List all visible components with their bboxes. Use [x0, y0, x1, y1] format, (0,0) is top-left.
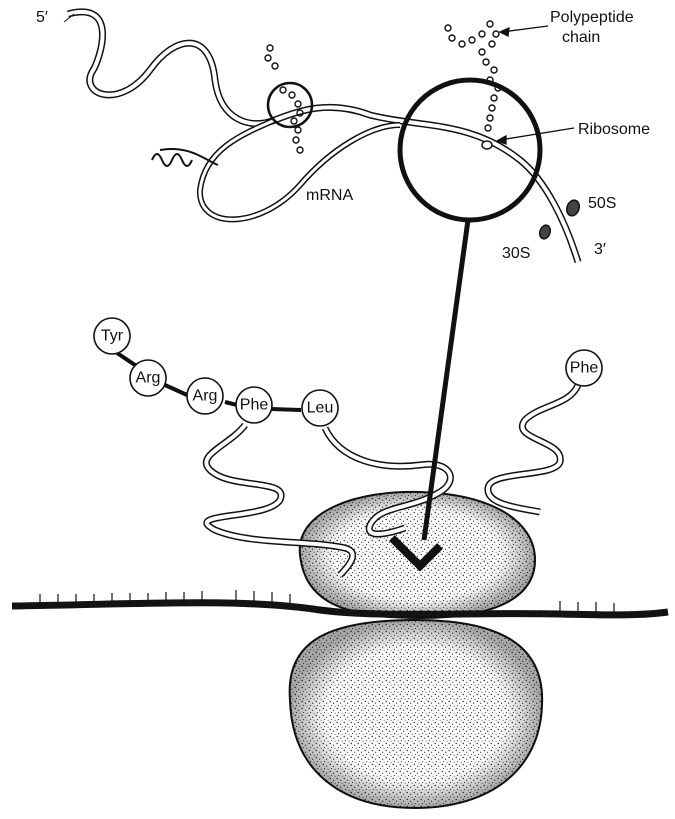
- amino-acid-label: Arg: [193, 388, 218, 405]
- subunit-50s-shape: [565, 198, 582, 217]
- amino-acid-label: Tyr: [101, 328, 124, 345]
- coil-left: [152, 154, 192, 166]
- amino-acid-label: Arg: [136, 370, 161, 387]
- amino-acid-node: Arg: [187, 378, 223, 414]
- label-polypeptide-line1: Polypeptide: [550, 9, 634, 26]
- ribosome-site: [482, 141, 492, 149]
- label-30s: 30S: [502, 245, 530, 262]
- label-50s: 50S: [588, 195, 616, 212]
- small-ribosome: [268, 83, 312, 127]
- subunit-30s-shape: [538, 224, 552, 241]
- amino-acid-node: Leu: [302, 390, 338, 426]
- amino-acid-label: Leu: [307, 400, 334, 417]
- amino-acid-label: Phe: [240, 397, 269, 414]
- label-mrna: mRNA: [306, 187, 353, 204]
- amino-acid-node: Tyr: [94, 318, 130, 354]
- incoming-amino-acid: Phe: [566, 350, 602, 386]
- label-polypeptide-line2: chain: [562, 29, 600, 46]
- mrna-strand: [68, 12, 578, 262]
- amino-acid-node: Arg: [130, 360, 166, 396]
- label-ribosome: Ribosome: [578, 121, 650, 138]
- label-3-prime: 3′: [594, 241, 606, 258]
- ribosome-circle: [400, 80, 540, 220]
- label-5-prime: 5′: [36, 9, 48, 26]
- amino-acid-node: Phe: [236, 387, 272, 423]
- amino-acid-label-incoming: Phe: [570, 360, 599, 377]
